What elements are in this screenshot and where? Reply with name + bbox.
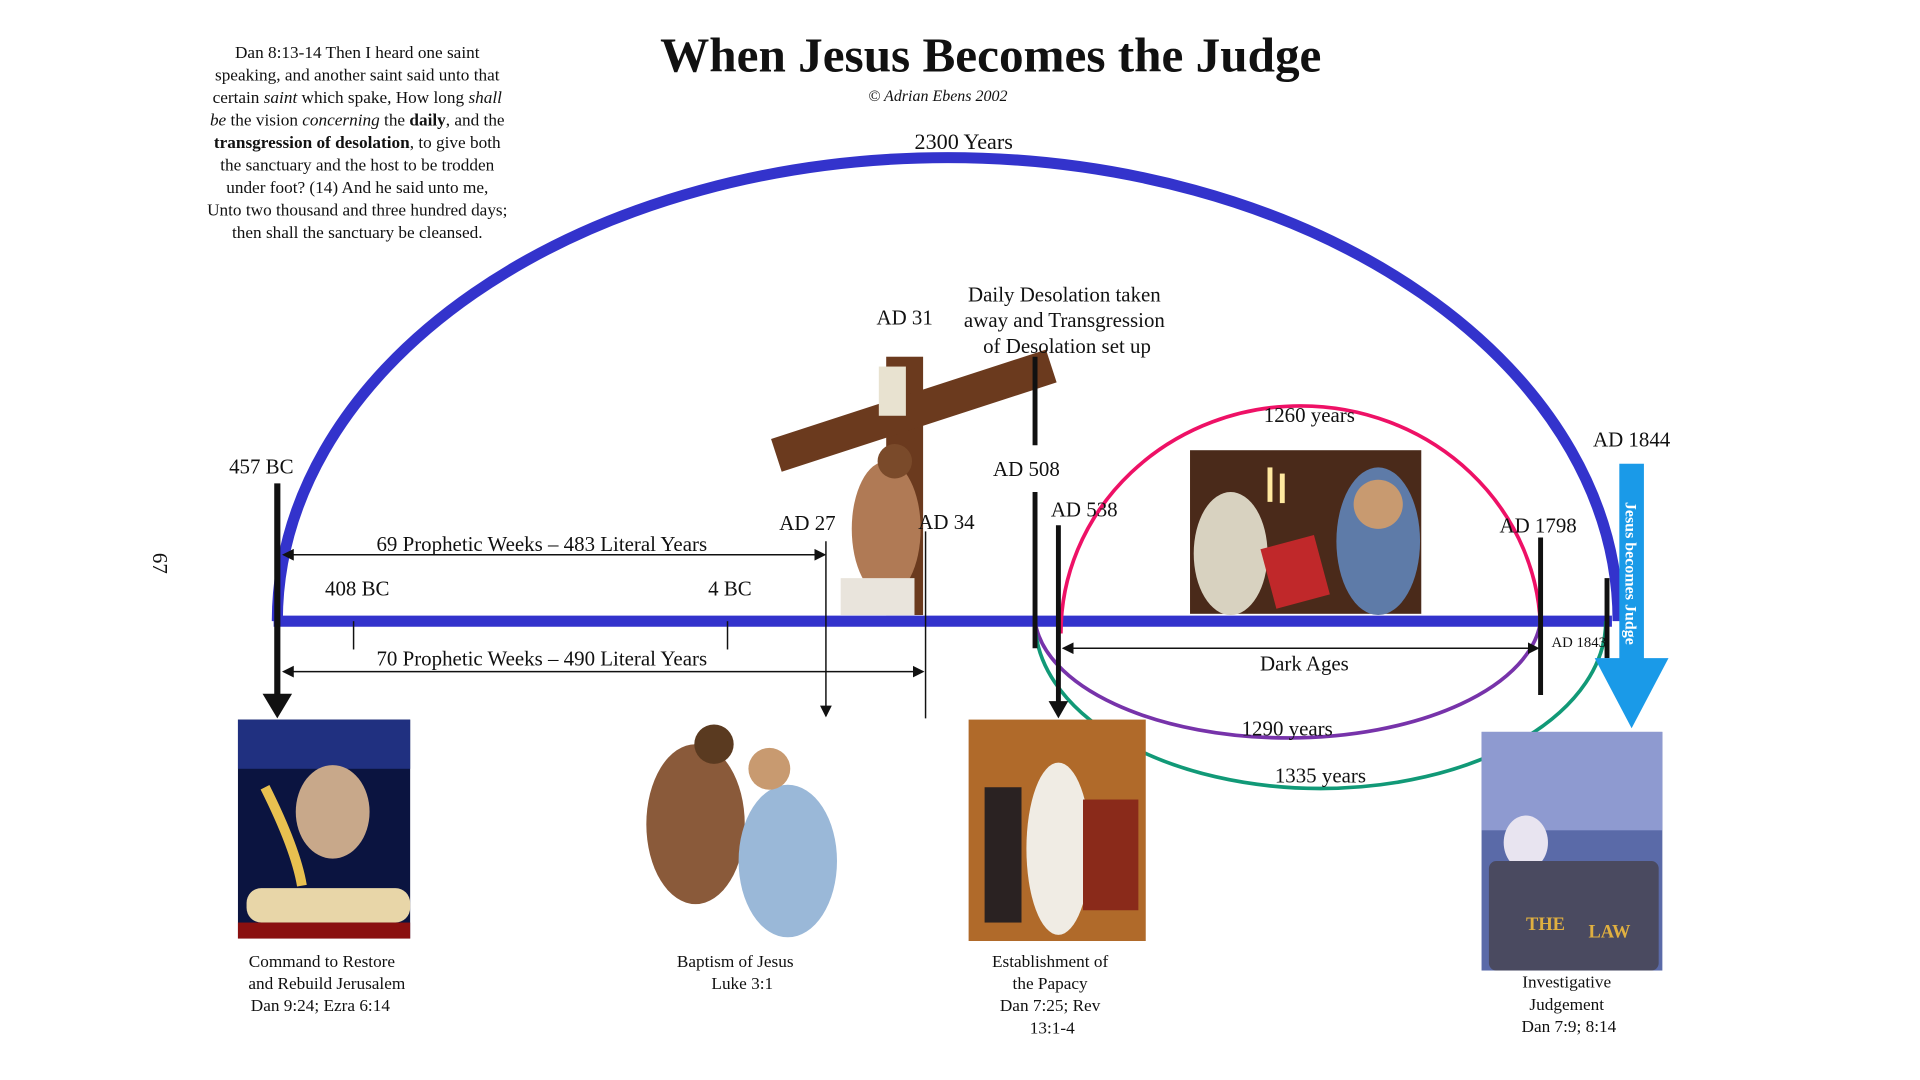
verse-segment: daily — [409, 110, 446, 129]
date-457bc: 457 BC — [229, 455, 293, 479]
label-69-weeks: 69 Prophetic Weeks – 483 Literal Years — [376, 532, 707, 556]
arc-1335-years — [1033, 621, 1608, 791]
verse-segment: Unto two thousand and three hundred days… — [207, 200, 507, 219]
verse-segment: speaking, and another saint said unto th… — [215, 65, 500, 84]
label-2300-years: 2300 Years — [915, 129, 1013, 154]
verse-segment: be — [210, 110, 227, 129]
label-1335-years: 1335 years — [1275, 763, 1366, 787]
verse-text: Dan 8:13-14 Then I heard one saint speaki… — [207, 43, 507, 242]
verse-segment: then shall the sanctuary be cleansed. — [232, 223, 483, 242]
caption-restore-jerusalem: Command to Restore and Rebuild Jerusalem… — [248, 952, 409, 1015]
arrow-down-457bc — [262, 693, 293, 719]
arc-2300-years — [271, 151, 1624, 622]
verse-segment: the sanctuary and the host to be trodden — [220, 155, 494, 174]
date-ad538: AD 538 — [1051, 498, 1118, 522]
caption-baptism: Baptism of Jesus Luke 3:1 — [677, 952, 798, 993]
arrow-down-ad538 — [1048, 701, 1069, 719]
copyright: © Adrian Ebens 2002 — [868, 88, 1007, 105]
caption-investigative-judgement: Investigative Judgement Dan 7:9; 8:14 — [1522, 973, 1617, 1036]
verse-segment: Dan 8:13-14 Then I heard one saint — [235, 43, 480, 62]
verse-segment: which spake, How long — [297, 88, 468, 107]
label-1290-years: 1290 years — [1242, 717, 1333, 741]
jesus-becomes-judge-arrow: Jesus becomes Judge — [1594, 463, 1669, 729]
date-ad1798: AD 1798 — [1500, 514, 1577, 538]
date-ad1843: AD 1843 — [1551, 635, 1606, 651]
page-number: 67 — [148, 553, 172, 574]
verse-segment: certain — [213, 88, 264, 107]
label-1260-years: 1260 years — [1264, 403, 1355, 427]
page-title: When Jesus Becomes the Judge — [660, 27, 1321, 82]
date-ad34: AD 34 — [918, 510, 975, 534]
label-dark-ages: Dark Ages — [1260, 651, 1349, 675]
svg-text:Jesus becomes Judge: Jesus becomes Judge — [1621, 502, 1638, 645]
verse-segment: , and the — [446, 110, 505, 129]
papacy-image — [968, 719, 1146, 942]
law-tablet-law: LAW — [1588, 921, 1631, 941]
arc-1290-years — [1033, 620, 1543, 740]
baptism-image — [646, 724, 837, 938]
investigative-judgement-image: THE LAW — [1481, 731, 1663, 971]
arc-1260-years — [1059, 404, 1543, 634]
verse-segment: saint — [264, 88, 299, 107]
date-4bc: 4 BC — [708, 576, 752, 600]
date-408bc: 408 BC — [325, 576, 389, 600]
date-ad27: AD 27 — [779, 511, 835, 535]
crucifixion-image — [771, 349, 1057, 616]
verse-segment: under foot? (14) And he said unto me, — [226, 178, 488, 197]
date-ad1844: AD 1844 — [1593, 428, 1671, 452]
reformation-family-image — [1190, 450, 1422, 616]
verse-segment: shall — [468, 88, 502, 107]
law-tablet-the: THE — [1526, 914, 1565, 934]
verse-segment: , to give both — [410, 133, 501, 152]
verse-segment: the — [380, 110, 410, 129]
daily-desolation-text: Daily Desolation taken away and Transgre… — [964, 282, 1170, 358]
verse-segment: the vision — [226, 110, 302, 129]
date-ad31: AD 31 — [876, 306, 932, 330]
verse-segment: transgression of desolation — [214, 133, 410, 152]
verse-segment: concerning — [302, 110, 380, 129]
date-ad508: AD 508 — [993, 457, 1060, 481]
label-70-weeks: 70 Prophetic Weeks – 490 Literal Years — [376, 646, 707, 670]
caption-papacy: Establishment of the Papacy Dan 7:25; Re… — [992, 952, 1113, 1037]
nehemiah-scroll-image — [237, 719, 411, 939]
